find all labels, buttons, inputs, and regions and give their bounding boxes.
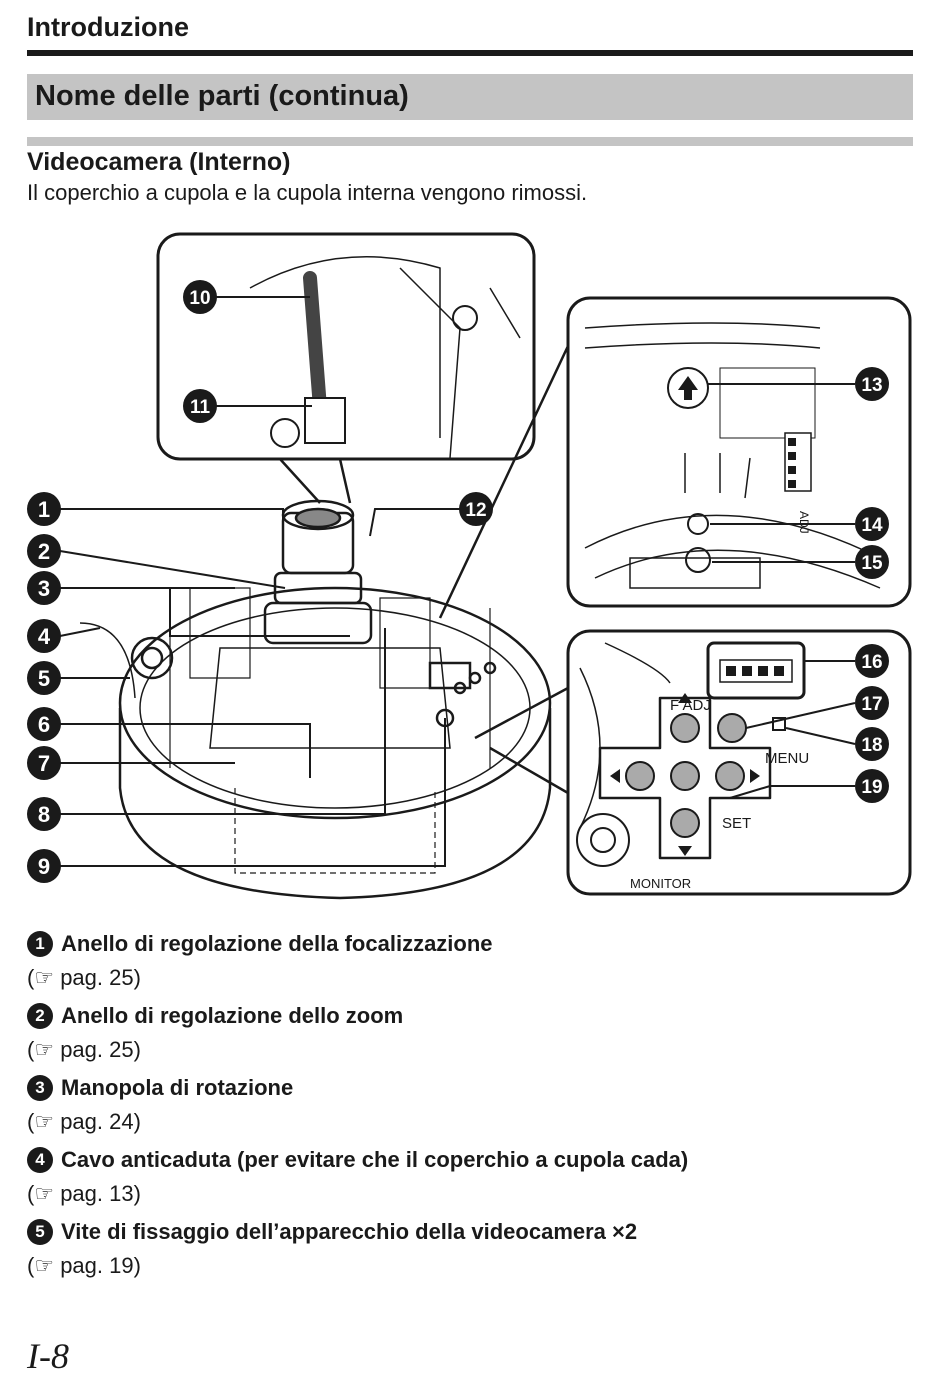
page-title: Nome delle parti (continua) — [35, 80, 409, 112]
callout-5: 5 — [27, 661, 61, 695]
callout-8: 8 — [27, 797, 61, 831]
svg-text:7: 7 — [38, 751, 50, 776]
item-name: Vite di fissaggio dell’apparecchio della… — [61, 1219, 638, 1244]
svg-text:1: 1 — [38, 497, 50, 522]
svg-text:14: 14 — [861, 515, 883, 536]
section-label: Introduzione — [27, 12, 189, 42]
page-reference: (☞ pag. 25) — [27, 965, 141, 990]
callout-17: 17 — [855, 686, 889, 720]
item-name: Cavo anticaduta (per evitare che il cope… — [61, 1147, 689, 1172]
list-item: 3 Manopola di rotazione (☞ pag. 24) — [27, 1071, 927, 1143]
page-reference: (☞ pag. 19) — [27, 1253, 141, 1278]
top-rule — [27, 50, 913, 56]
callouts: 1 2 3 4 5 6 7 8 9 10 11 12 13 14 15 16 1… — [27, 280, 889, 883]
page-reference: (☞ pag. 25) — [27, 1037, 141, 1062]
inset-switches: ADJ — [438, 296, 912, 619]
gray-rule — [27, 137, 913, 146]
svg-text:15: 15 — [861, 553, 883, 574]
item-name: Manopola di rotazione — [61, 1075, 294, 1100]
page-reference: (☞ pag. 24) — [27, 1109, 141, 1134]
menu-label: MENU — [765, 750, 809, 767]
reference-icon: ☞ — [34, 965, 55, 990]
callout-6: 6 — [27, 707, 61, 741]
svg-text:3: 3 — [38, 576, 50, 601]
svg-text:4: 4 — [38, 624, 51, 649]
reference-icon: ☞ — [34, 1037, 55, 1062]
subsection-description: Il coperchio a cupola e la cupola intern… — [27, 180, 588, 205]
svg-text:17: 17 — [861, 694, 882, 715]
svg-text:5: 5 — [38, 666, 50, 691]
reference-icon: ☞ — [34, 1253, 55, 1278]
callout-13: 13 — [855, 367, 889, 401]
callout-18: 18 — [855, 727, 889, 761]
callout-1: 1 — [27, 492, 61, 526]
camera-body — [79, 499, 552, 900]
leader-lines — [59, 296, 856, 867]
parts-list: 1 Anello di regolazione della focalizzazi… — [27, 927, 927, 1287]
svg-text:6: 6 — [38, 712, 50, 737]
title-bar: Nome delle parti (continua) — [27, 74, 913, 120]
list-item: 4 Cavo anticaduta (per evitare che il cop… — [27, 1143, 927, 1215]
svg-text:12: 12 — [465, 500, 486, 521]
reference-icon: ☞ — [34, 1109, 55, 1134]
set-label: SET — [722, 815, 751, 832]
monitor-label: MONITOR — [630, 876, 691, 891]
item-number: 3 — [27, 1075, 53, 1101]
f-adj-label: F ADJ — [670, 697, 711, 714]
svg-text:9: 9 — [38, 854, 50, 879]
reference-icon: ☞ — [34, 1181, 55, 1206]
page-reference: (☞ pag. 13) — [27, 1181, 141, 1206]
svg-text:19: 19 — [861, 777, 882, 798]
callout-12: 12 — [459, 492, 493, 526]
callout-2: 2 — [27, 534, 61, 568]
callout-7: 7 — [27, 746, 61, 780]
list-item: 2 Anello di regolazione dello zoom (☞ pag… — [27, 999, 927, 1071]
svg-text:2: 2 — [38, 539, 50, 564]
callout-16: 16 — [855, 644, 889, 678]
svg-text:11: 11 — [190, 397, 211, 418]
svg-text:8: 8 — [38, 802, 50, 827]
svg-text:10: 10 — [189, 288, 210, 309]
svg-text:18: 18 — [861, 735, 882, 756]
item-number: 1 — [27, 931, 53, 957]
callout-4: 4 — [27, 619, 61, 653]
inset-cable — [156, 232, 536, 504]
item-number: 5 — [27, 1219, 53, 1245]
item-name: Anello di regolazione dello zoom — [61, 1003, 404, 1028]
list-item: 5 Vite di fissaggio dell’apparecchio dell… — [27, 1215, 927, 1287]
inset-control-panel: F ADJ MENU SET MONITOR — [474, 629, 912, 896]
callout-14: 14 — [855, 507, 889, 541]
list-item: 1 Anello di regolazione della focalizzazi… — [27, 927, 927, 999]
callout-10: 10 — [183, 280, 217, 314]
callout-11: 11 — [183, 389, 217, 423]
item-number: 4 — [27, 1147, 53, 1173]
subsection-title: Videocamera (Interno) — [27, 148, 291, 176]
callout-15: 15 — [855, 545, 889, 579]
callout-3: 3 — [27, 571, 61, 605]
item-name: Anello di regolazione della focalizzazio… — [61, 931, 493, 956]
callout-19: 19 — [855, 769, 889, 803]
page-number: I-8 — [27, 1336, 69, 1376]
camera-diagram: ADJ F ADJ MENU SET MONITOR — [20, 228, 920, 908]
adj-label: ADJ — [797, 511, 811, 534]
item-number: 2 — [27, 1003, 53, 1029]
callout-9: 9 — [27, 849, 61, 883]
svg-text:16: 16 — [861, 652, 882, 673]
svg-text:13: 13 — [861, 375, 882, 396]
